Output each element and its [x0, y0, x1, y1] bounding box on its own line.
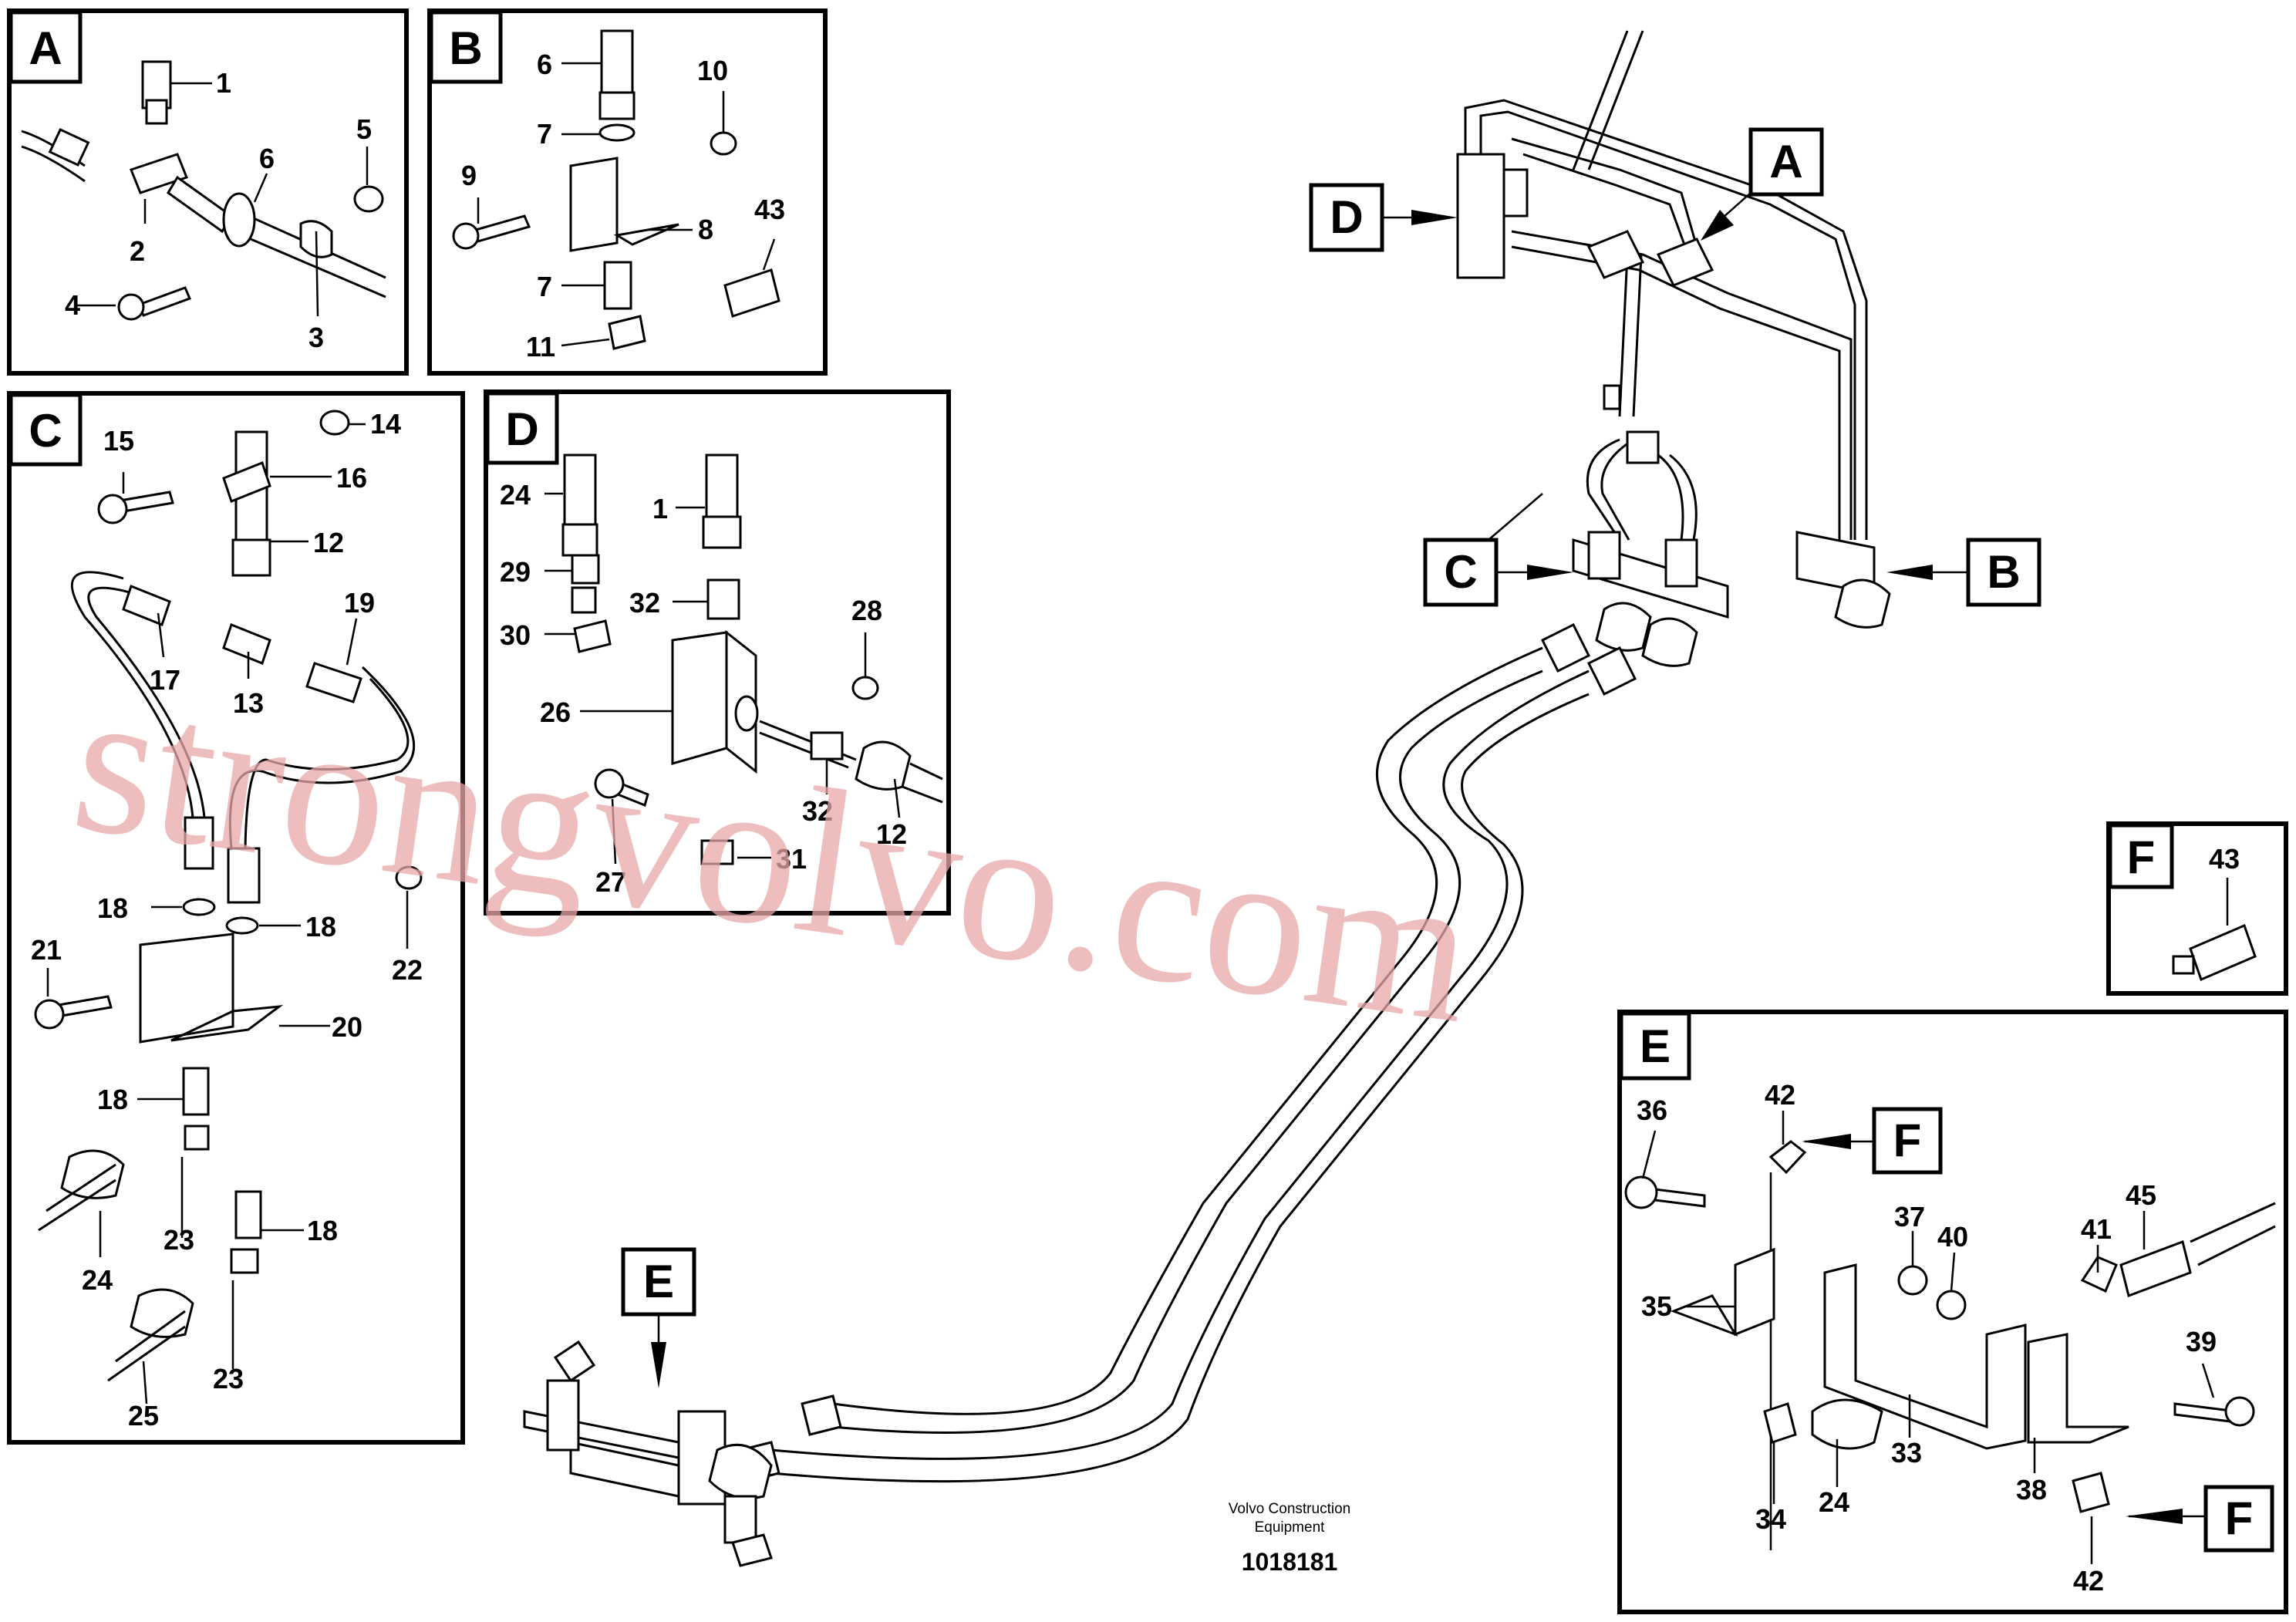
panel-e-letter: E: [1640, 1020, 1671, 1072]
callout-d-24: 24: [500, 479, 531, 511]
callout-c-24: 24: [82, 1264, 113, 1296]
callout-e-35: 35: [1641, 1290, 1672, 1322]
callout-d-32a: 32: [629, 587, 660, 619]
callout-c-21: 21: [31, 934, 62, 966]
panel-a-letter: A: [29, 22, 62, 74]
main-ref-e: E: [621, 1247, 696, 1388]
callout-e-33: 33: [1891, 1437, 1922, 1469]
callout-e-38: 38: [2016, 1474, 2047, 1506]
panel-c: C: [7, 391, 465, 1445]
callout-e-42b: 42: [2073, 1565, 2104, 1597]
callout-b-7b: 7: [537, 271, 552, 302]
svg-text:C: C: [1444, 546, 1477, 598]
panel-d-letter: D: [505, 403, 538, 455]
caption: Volvo Construction Equipment 1018181: [1229, 1501, 1350, 1576]
callout-a-2: 2: [130, 235, 145, 267]
svg-text:A: A: [1769, 136, 1802, 187]
callout-e-41: 41: [2081, 1213, 2112, 1245]
callout-f-43: 43: [2209, 843, 2240, 875]
panel-e-ref-f-lower: F: [2225, 1492, 2254, 1544]
main-ref-b: B: [1886, 538, 2041, 607]
panel-f: F 43: [2106, 821, 2288, 996]
callout-c-19: 19: [344, 587, 375, 619]
panel-c-letter: C: [29, 405, 62, 457]
callout-c-13: 13: [233, 687, 264, 719]
callout-e-45: 45: [2126, 1179, 2156, 1211]
callout-b-10: 10: [697, 55, 728, 86]
callout-d-12: 12: [876, 818, 907, 850]
main-ref-c: C: [1423, 493, 1573, 607]
callout-a-6: 6: [259, 143, 275, 174]
svg-text:D: D: [1330, 191, 1363, 243]
svg-text:E: E: [643, 1256, 674, 1307]
callout-a-5: 5: [356, 113, 372, 145]
callout-c-23b: 23: [213, 1363, 244, 1394]
callout-e-40: 40: [1937, 1221, 1968, 1253]
callout-c-14: 14: [370, 408, 401, 440]
callout-d-30: 30: [500, 619, 531, 651]
panel-f-letter: F: [2127, 831, 2156, 883]
callout-c-17: 17: [150, 664, 180, 696]
callout-c-15: 15: [103, 425, 134, 457]
callout-d-1: 1: [652, 493, 668, 524]
callout-d-27: 27: [595, 866, 626, 898]
callout-c-18c: 18: [97, 1084, 128, 1115]
caption-line2: Equipment: [1255, 1519, 1326, 1536]
callout-e-39: 39: [2186, 1326, 2217, 1357]
watermark: strongvolvo.com: [62, 643, 1485, 1067]
main-ref-d: D: [1309, 183, 1458, 252]
callout-a-1: 1: [216, 67, 231, 99]
callout-b-6: 6: [537, 49, 552, 80]
callout-c-18a: 18: [97, 892, 128, 924]
panel-b: B 6 7 8 9 10 7 11 43: [427, 8, 828, 376]
callout-c-20: 20: [332, 1011, 362, 1043]
callout-e-24: 24: [1819, 1486, 1849, 1518]
panel-b-letter: B: [449, 22, 482, 74]
callout-b-7: 7: [537, 118, 552, 150]
callout-e-37: 37: [1894, 1201, 1925, 1233]
callout-c-18d: 18: [307, 1215, 338, 1246]
panel-a: A 1 2 3 4 5 6: [7, 8, 409, 376]
callout-d-26: 26: [540, 696, 571, 728]
callout-d-29: 29: [500, 556, 531, 588]
caption-number: 1018181: [1242, 1548, 1338, 1576]
callout-e-42a: 42: [1765, 1079, 1795, 1111]
callout-b-8: 8: [698, 214, 713, 245]
callout-b-43: 43: [754, 194, 785, 225]
callout-e-34: 34: [1755, 1503, 1786, 1535]
caption-line1: Volvo Construction: [1229, 1501, 1350, 1517]
callout-c-22: 22: [392, 954, 423, 986]
callout-a-3: 3: [308, 322, 324, 353]
callout-c-18b: 18: [305, 911, 336, 943]
callout-c-12: 12: [313, 527, 344, 558]
callout-a-4: 4: [65, 289, 80, 321]
callout-c-23a: 23: [164, 1224, 194, 1256]
panel-d: D 24 1 29 32 28 30 26: [484, 389, 951, 916]
panel-e: E 36 42 37 40 41 45: [1617, 1010, 2288, 1614]
panel-e-ref-f-upper: F: [1893, 1114, 1922, 1166]
main-assembly: [523, 30, 1891, 1567]
callout-c-16: 16: [336, 462, 367, 494]
callout-d-31: 31: [776, 843, 807, 875]
callout-c-25: 25: [128, 1400, 159, 1431]
main-ref-a: A: [1701, 127, 1824, 241]
callout-d-28: 28: [851, 595, 882, 626]
callout-d-32b: 32: [802, 795, 833, 827]
callout-e-36: 36: [1637, 1094, 1667, 1126]
callout-b-9: 9: [461, 160, 477, 191]
svg-text:B: B: [1987, 546, 2020, 598]
callout-b-11: 11: [526, 331, 555, 363]
